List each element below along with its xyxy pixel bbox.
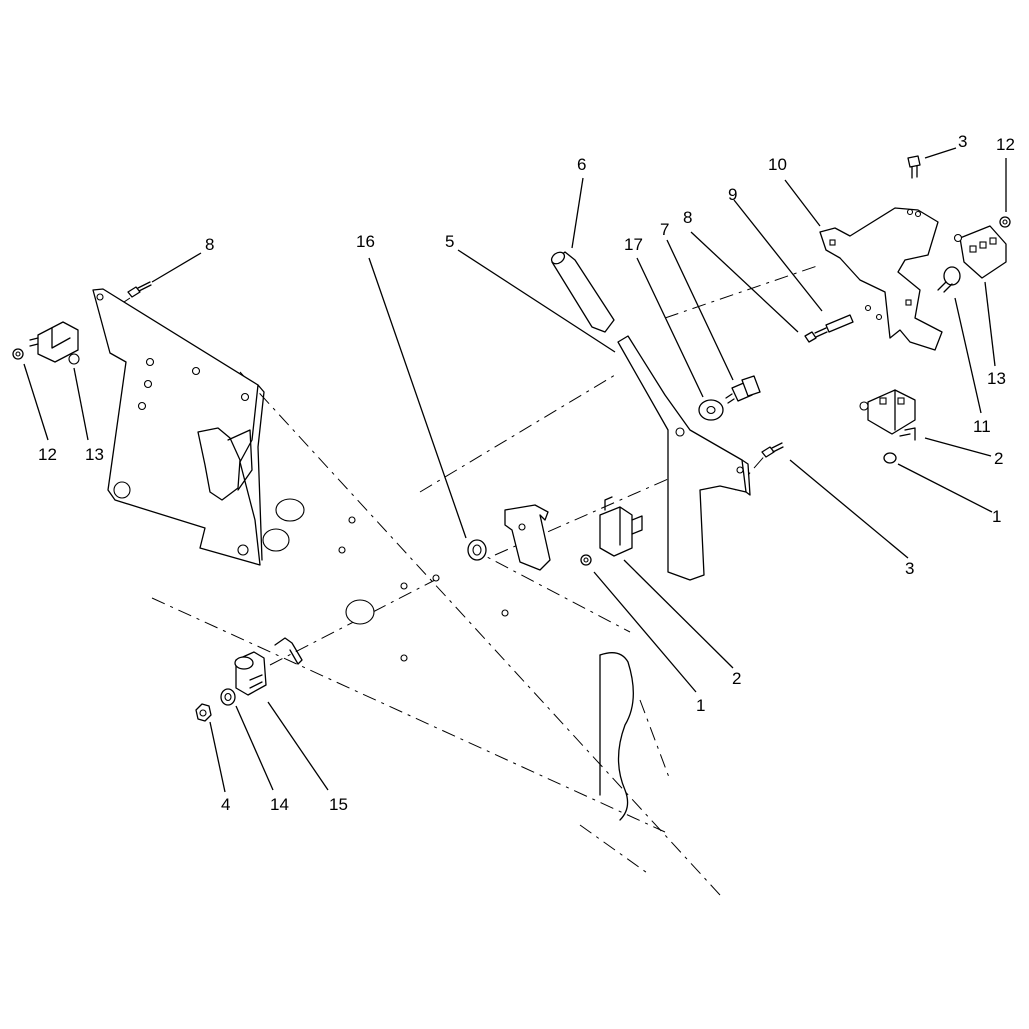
callout-13-left: 13 bbox=[85, 445, 104, 464]
center-actuator-bracket bbox=[504, 504, 551, 571]
nut-part-16 bbox=[467, 539, 487, 561]
callout-12-right: 12 bbox=[996, 135, 1015, 154]
callout-7: 7 bbox=[660, 220, 669, 239]
callout-4: 4 bbox=[221, 795, 230, 814]
left-limit-switch bbox=[29, 321, 80, 365]
callout-8-right: 8 bbox=[683, 208, 692, 227]
leader-lines bbox=[23, 147, 1007, 793]
callout-9: 9 bbox=[728, 185, 737, 204]
right-upper-switch-part-13 bbox=[953, 225, 1007, 279]
callout-12-left: 12 bbox=[38, 445, 57, 464]
callout-1-right: 1 bbox=[992, 507, 1001, 526]
frame-holes bbox=[262, 498, 509, 662]
left-screw bbox=[127, 281, 152, 298]
pin-part-9 bbox=[825, 314, 854, 333]
callout-6: 6 bbox=[577, 155, 586, 174]
right-nut-part-12 bbox=[999, 216, 1011, 228]
screw-part-8-right bbox=[804, 327, 828, 343]
washer-part-14 bbox=[220, 688, 236, 706]
callout-8-left: 8 bbox=[205, 235, 214, 254]
callout-15: 15 bbox=[329, 795, 348, 814]
lower-bracket-clip bbox=[274, 637, 303, 665]
callout-labels: 12 13 8 16 5 6 17 7 8 9 10 3 12 13 11 2 … bbox=[38, 132, 1015, 814]
right-bracket-part-10 bbox=[819, 207, 943, 351]
bushing-part-15 bbox=[234, 651, 267, 696]
callout-2-right: 2 bbox=[994, 449, 1003, 468]
screw-part-3-top bbox=[907, 155, 921, 179]
screw-part-3-center bbox=[761, 442, 784, 458]
callout-11: 11 bbox=[973, 417, 991, 436]
callout-3-top: 3 bbox=[958, 132, 967, 151]
callout-13-right: 13 bbox=[987, 369, 1006, 388]
grip-part-6 bbox=[550, 251, 615, 333]
callout-2-center: 2 bbox=[732, 669, 741, 688]
callout-17: 17 bbox=[624, 235, 643, 254]
lever-part-5 bbox=[617, 335, 751, 581]
right-lower-switch bbox=[859, 389, 916, 441]
left-switch-nut bbox=[12, 348, 24, 360]
nut-part-4 bbox=[195, 703, 212, 722]
right-lower-nut bbox=[883, 452, 897, 464]
callout-1-center: 1 bbox=[696, 696, 705, 715]
center-switch-nut bbox=[580, 554, 592, 566]
callout-16: 16 bbox=[356, 232, 375, 251]
washer-part-17 bbox=[698, 399, 724, 421]
callout-14: 14 bbox=[270, 795, 289, 814]
left-mounting-plate bbox=[92, 288, 265, 566]
callout-10: 10 bbox=[768, 155, 787, 174]
callout-5: 5 bbox=[445, 232, 454, 251]
center-limit-switch bbox=[599, 496, 643, 557]
bolt-part-7 bbox=[725, 375, 761, 404]
bolt-part-11 bbox=[937, 266, 961, 293]
callout-3-center: 3 bbox=[905, 559, 914, 578]
